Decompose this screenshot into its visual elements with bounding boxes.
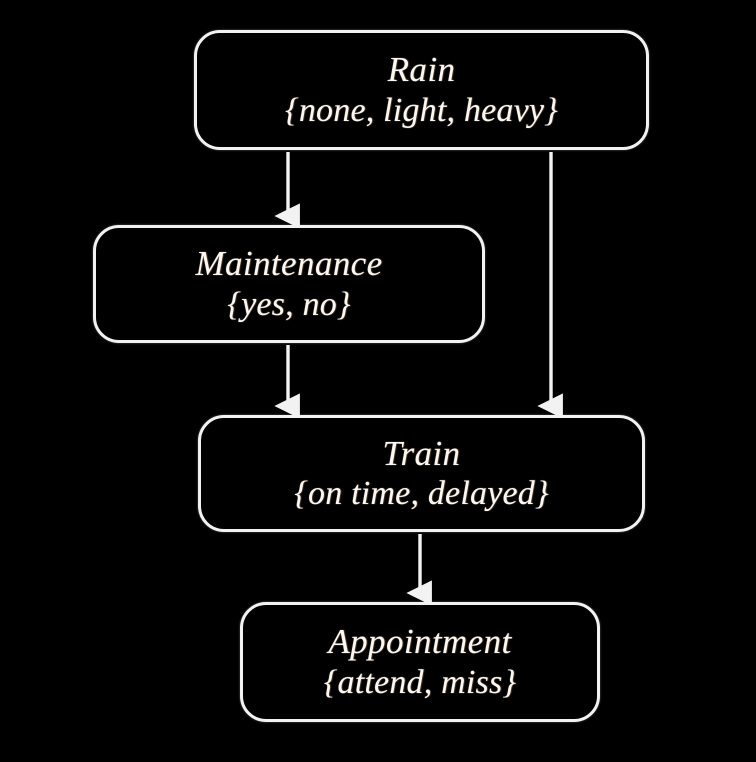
node-appointment-states: {attend, miss} [323,663,517,701]
node-rain-title: Rain [387,50,456,90]
node-train-title: Train [382,433,461,473]
node-appointment[interactable]: Appointment {attend, miss} [240,602,600,722]
node-rain-states: {none, light, heavy} [285,91,558,129]
node-maintenance-states: {yes, no} [227,285,351,323]
node-train-states: {on time, delayed} [294,475,549,513]
node-appointment-title: Appointment [328,622,512,662]
node-train[interactable]: Train {on time, delayed} [198,415,645,532]
node-rain[interactable]: Rain {none, light, heavy} [194,30,649,150]
node-maintenance[interactable]: Maintenance {yes, no} [93,225,485,343]
node-maintenance-title: Maintenance [195,244,383,284]
